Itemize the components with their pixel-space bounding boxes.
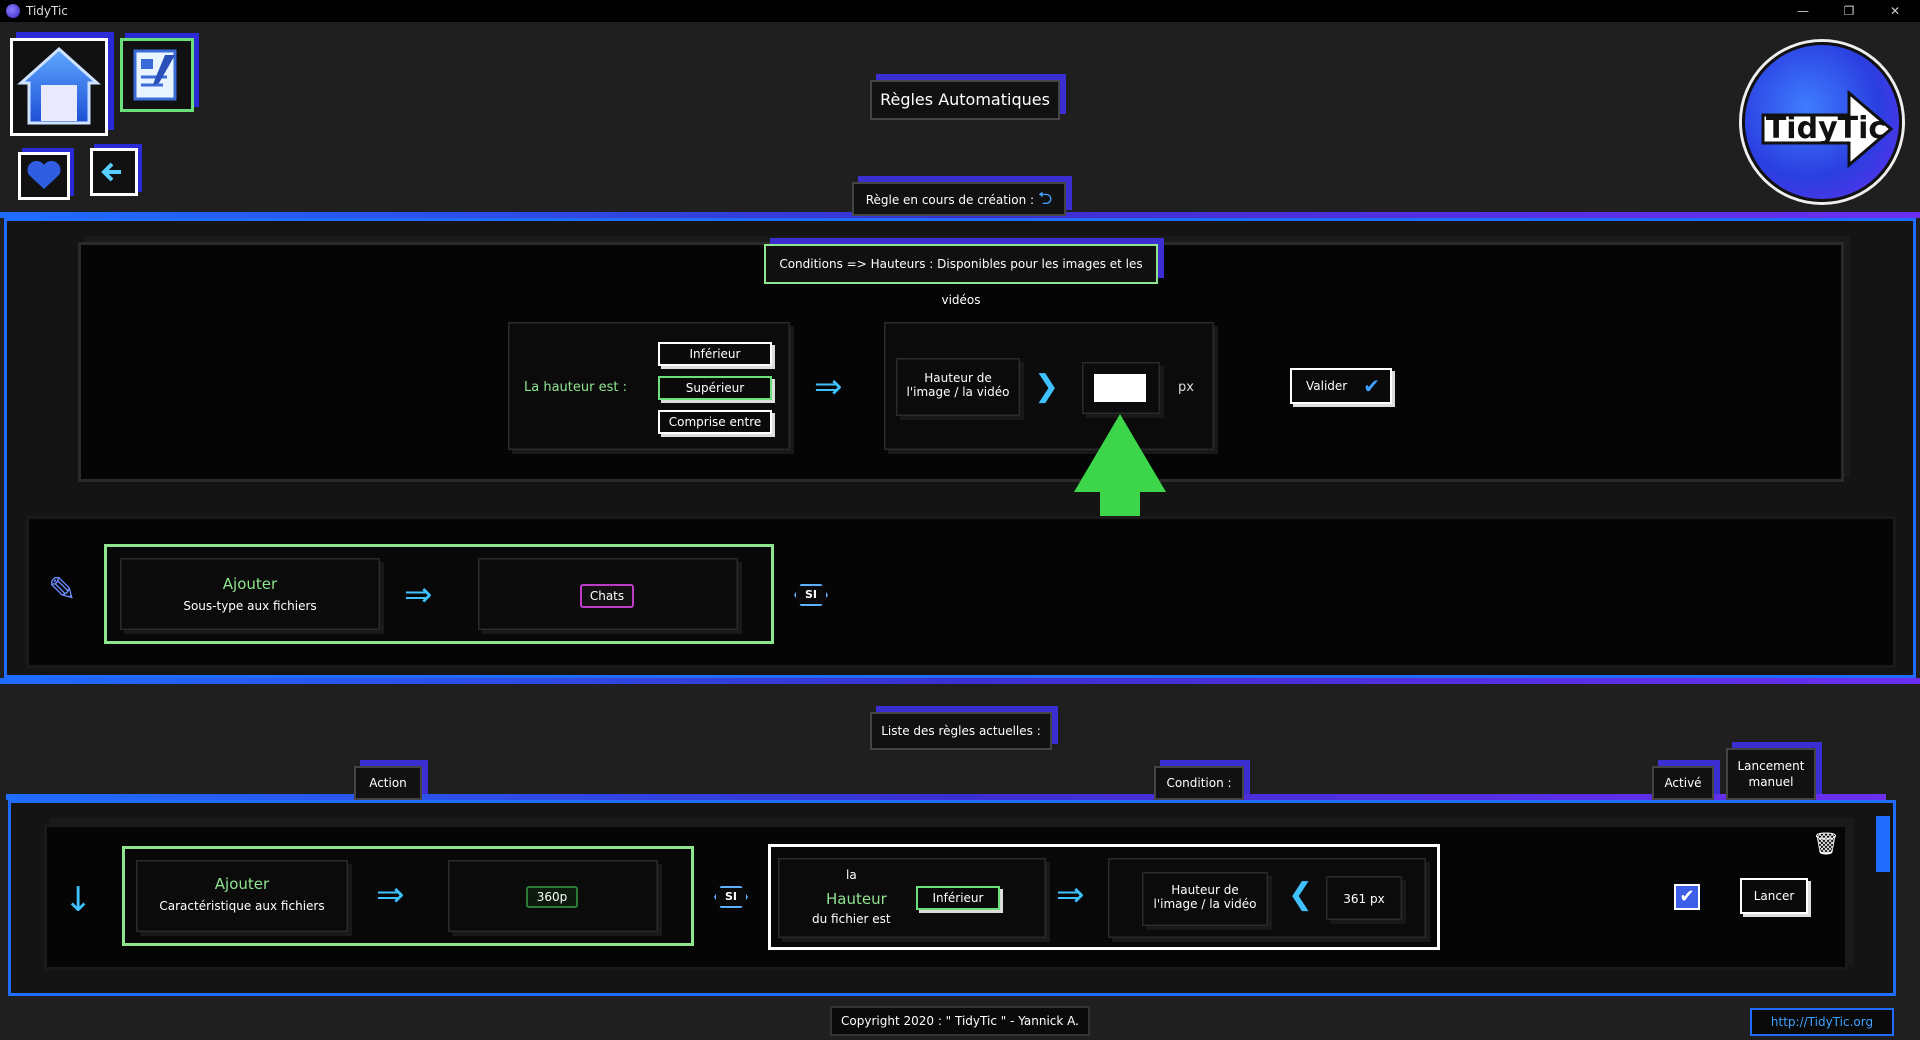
height-label: La hauteur est : [524, 380, 627, 395]
undo-icon[interactable]: ⮌ [1037, 188, 1053, 209]
window-title-bar: TidyTic — ❐ ✕ [0, 0, 1920, 22]
chevron-left-icon: ❮ [1288, 877, 1314, 912]
rule-condition-description [778, 858, 1046, 938]
double-arrow-right-icon: ⇒ [376, 875, 405, 915]
condition-suffix: du fichier est [812, 912, 891, 926]
double-arrow-right-icon: ⇒ [404, 575, 433, 615]
heart-icon [27, 160, 61, 189]
document-edit-icon [133, 49, 177, 101]
action-title: Ajouter [222, 575, 278, 593]
chevron-right-icon: ❯ [1034, 369, 1060, 404]
height-value-input[interactable] [1094, 374, 1146, 402]
edit-rules-button[interactable] [120, 38, 194, 112]
validate-button[interactable]: Valider ✔ [1290, 368, 1392, 404]
back-button[interactable] [90, 148, 138, 196]
launch-button[interactable]: Lancer [1740, 878, 1808, 914]
pencil-icon[interactable]: ✎ [48, 570, 77, 610]
copyright-text: Copyright 2020 : " TidyTic " - Yannick A… [830, 1006, 1090, 1036]
rule-action-title: Ajouter [214, 875, 270, 893]
rule-comparator-tag: Inférieur [916, 886, 1000, 910]
app-icon [6, 4, 20, 18]
arrow-left-icon [101, 162, 121, 182]
double-arrow-right-icon: ⇒ [1056, 875, 1085, 915]
logo-text: TidyTic [1765, 111, 1887, 146]
rule-si-badge: SI [714, 886, 748, 908]
active-checkbox[interactable]: ✔ [1674, 884, 1700, 910]
website-link[interactable]: http://TidyTic.org [1750, 1008, 1894, 1036]
option-superieur-button[interactable]: Supérieur [658, 376, 772, 400]
validate-label: Valider [1306, 379, 1348, 393]
home-button[interactable] [10, 38, 108, 136]
hint-arrow-up-icon [1074, 414, 1166, 568]
si-badge: SI [794, 584, 828, 606]
creation-section-label: Règle en cours de création : ⮌ [852, 182, 1066, 216]
window-title: TidyTic [26, 4, 68, 18]
close-button[interactable]: ✕ [1889, 4, 1901, 18]
rule-action-subtitle: Caractéristique aux fichiers [159, 899, 325, 913]
home-icon [17, 46, 101, 125]
rule-target-tag: 360p [526, 886, 578, 908]
option-inferieur-button[interactable]: Inférieur [658, 342, 772, 366]
restore-button[interactable]: ❐ [1843, 4, 1855, 18]
column-header-condition: Condition : [1154, 766, 1244, 800]
trash-icon[interactable]: 🗑 [1812, 832, 1840, 857]
list-header-separator [6, 794, 1886, 800]
tidytic-logo: TidyTic [1742, 42, 1902, 202]
minimize-button[interactable]: — [1797, 4, 1809, 18]
list-scrollbar-thumb[interactable] [1876, 816, 1890, 872]
condition-main: Hauteur [826, 890, 887, 908]
conditions-title: Conditions => Hauteurs : Disponibles pou… [764, 244, 1158, 307]
checkmark-icon: ✔ [1363, 374, 1380, 398]
column-header-active: Activé [1652, 766, 1714, 800]
rule-measure-label: Hauteur de l'image / la vidéo [1142, 872, 1268, 926]
column-header-manual-launch: Lancement manuel [1726, 748, 1816, 800]
target-tag: Chats [580, 584, 634, 608]
action-subtitle: Sous-type aux fichiers [183, 599, 317, 613]
unit-label: px [1178, 380, 1194, 395]
action-description: Ajouter Sous-type aux fichiers [120, 558, 380, 630]
column-header-action: Action [354, 766, 422, 800]
list-top-separator [0, 678, 1920, 684]
arrow-down-icon[interactable]: ↓ [64, 880, 93, 920]
favorites-button[interactable] [18, 152, 70, 200]
double-arrow-right-icon: ⇒ [814, 367, 843, 407]
measure-label: Hauteur de l'image / la vidéo [896, 358, 1020, 416]
condition-prefix: la [846, 868, 857, 882]
rule-action-description: Ajouter Caractéristique aux fichiers [136, 860, 348, 932]
list-section-label: Liste des règles actuelles : [870, 712, 1052, 750]
logo-arrow-icon [1761, 89, 1894, 169]
page-title: Règles Automatiques [870, 80, 1060, 120]
rule-target-box [448, 860, 658, 932]
rule-value: 361 px [1326, 876, 1402, 920]
option-comprise-entre-button[interactable]: Comprise entre [658, 410, 772, 434]
